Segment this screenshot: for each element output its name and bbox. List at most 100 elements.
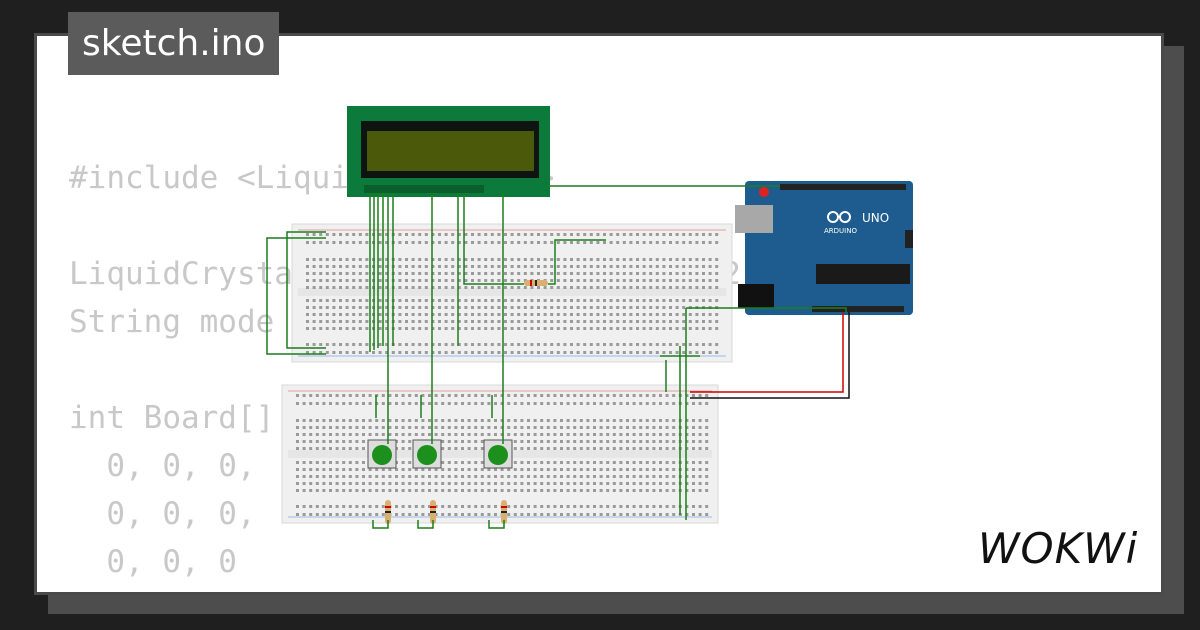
breadboard-hole xyxy=(378,265,382,268)
breadboard-hole xyxy=(510,233,514,236)
breadboard-hole xyxy=(570,265,573,268)
breadboard-hole xyxy=(665,513,669,516)
breadboard-hole xyxy=(665,475,669,478)
breadboard-hole xyxy=(500,419,504,422)
breadboard-hole xyxy=(662,306,666,309)
breadboard-hole xyxy=(705,419,709,422)
breadboard-hole xyxy=(296,419,299,422)
breadboard-hole xyxy=(447,419,451,422)
breadboard-hole xyxy=(335,468,339,471)
breadboard-hole xyxy=(645,440,649,443)
arduino-board-icon[interactable]: UNO ARDUINO xyxy=(735,181,913,315)
breadboard-hole xyxy=(692,433,695,436)
breadboard-hole xyxy=(325,343,329,346)
breadboard-hole xyxy=(665,461,669,464)
breadboard-hole xyxy=(457,327,461,330)
breadboard-hole xyxy=(688,313,692,316)
breadboard-hole xyxy=(312,286,316,289)
breadboard-hole xyxy=(447,447,451,450)
breadboard-hole xyxy=(616,351,620,354)
breadboard-hole xyxy=(517,351,521,354)
breadboard-hole xyxy=(560,433,563,436)
breadboard-hole xyxy=(368,475,372,478)
breadboard-hole xyxy=(500,426,504,429)
breadboard-hole xyxy=(411,327,415,330)
breadboard-hole xyxy=(520,489,524,492)
breadboard-hole xyxy=(381,402,385,405)
breadboard-hole xyxy=(599,426,603,429)
breadboard-hole xyxy=(312,351,316,354)
breadboard-hole xyxy=(583,299,587,302)
breadboard-hole xyxy=(431,313,435,316)
breadboard-hole xyxy=(494,433,497,436)
breadboard-hole xyxy=(309,394,313,397)
breadboard-hole xyxy=(457,258,461,261)
breadboard-hole xyxy=(365,351,369,354)
breadboard-hole xyxy=(527,461,530,464)
breadboard-hole xyxy=(599,482,603,485)
breadboard-hole xyxy=(659,489,662,492)
resistor-icon[interactable] xyxy=(501,500,507,524)
breadboard-hole xyxy=(682,299,686,302)
breadboard-hole xyxy=(484,306,488,309)
resistor-icon[interactable] xyxy=(385,500,391,524)
breadboard-hole xyxy=(702,299,705,302)
breadboard-top[interactable] xyxy=(291,223,733,363)
breadboard-hole xyxy=(652,461,656,464)
breadboard-hole xyxy=(579,426,583,429)
breadboard-hole xyxy=(431,320,435,323)
breadboard-hole xyxy=(708,272,712,275)
push-button-icon[interactable] xyxy=(367,439,397,469)
push-button-icon[interactable] xyxy=(483,439,513,469)
breadboard-hole xyxy=(484,343,488,346)
breadboard-hole xyxy=(543,233,547,236)
resistor-icon[interactable] xyxy=(430,500,436,524)
breadboard-hole xyxy=(619,433,623,436)
breadboard-hole xyxy=(612,513,616,516)
push-button-icon[interactable] xyxy=(412,439,442,469)
breadboard-hole xyxy=(504,233,507,236)
breadboard-hole xyxy=(553,402,557,405)
breadboard-hole xyxy=(332,265,336,268)
breadboard-hole xyxy=(510,299,514,302)
breadboard-hole xyxy=(596,299,600,302)
breadboard-hole xyxy=(563,272,567,275)
resistor-icon[interactable] xyxy=(524,280,548,286)
breadboard-hole xyxy=(352,351,356,354)
breadboard-hole xyxy=(378,299,382,302)
breadboard-hole xyxy=(596,313,600,316)
breadboard-hole xyxy=(306,351,309,354)
breadboard-hole xyxy=(596,351,600,354)
breadboard-hole xyxy=(504,306,507,309)
breadboard-hole xyxy=(517,265,521,268)
breadboard-hole xyxy=(570,327,573,330)
breadboard-hole xyxy=(454,505,458,508)
breadboard-hole xyxy=(467,475,471,478)
breadboard-hole xyxy=(497,241,501,244)
breadboard-hole xyxy=(424,327,428,330)
breadboard-hole xyxy=(672,505,676,508)
breadboard-hole xyxy=(405,286,408,289)
breadboard-hole xyxy=(302,426,306,429)
breadboard-hole xyxy=(573,419,577,422)
breadboard-hole xyxy=(649,233,653,236)
breadboard-hole xyxy=(381,489,385,492)
breadboard-hole xyxy=(599,475,603,478)
breadboard-hole xyxy=(612,447,616,450)
breadboard-hole xyxy=(401,419,405,422)
breadboard-hole xyxy=(345,265,349,268)
breadboard-hole xyxy=(550,313,554,316)
breadboard-hole xyxy=(517,299,521,302)
lcd-icon[interactable] xyxy=(347,106,550,197)
breadboard-hole xyxy=(322,461,326,464)
breadboard-hole xyxy=(471,320,474,323)
breadboard-hole xyxy=(510,351,514,354)
breadboard-hole xyxy=(368,419,372,422)
breadboard-hole xyxy=(358,306,362,309)
breadboard-hole xyxy=(596,286,600,289)
breadboard-hole xyxy=(487,489,491,492)
breadboard-hole xyxy=(589,241,593,244)
breadboard-hole xyxy=(685,433,689,436)
breadboard-hole xyxy=(513,482,517,485)
sketch-tab-title[interactable]: sketch.ino xyxy=(68,12,280,75)
